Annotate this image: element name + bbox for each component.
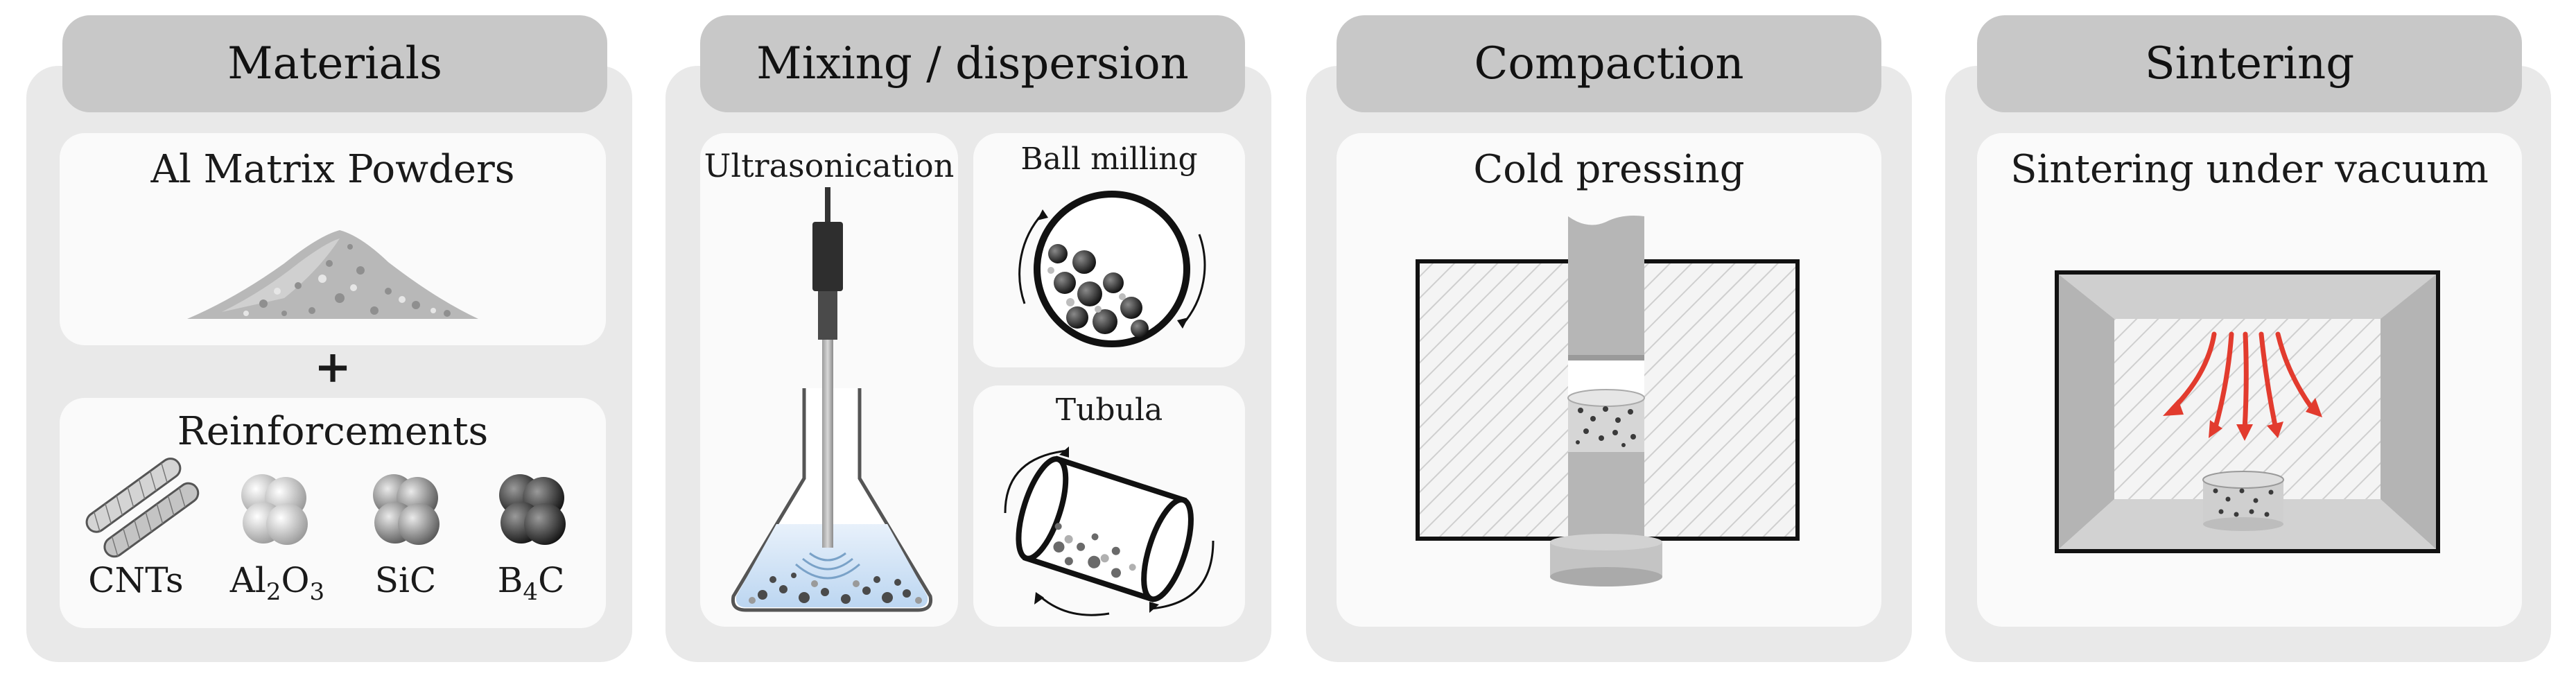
compaction-stage-title: Compaction [1337, 15, 1881, 112]
ultrasonic-probe-flask-icon [731, 187, 933, 612]
sic-label: SiC [374, 560, 437, 600]
sintering-stage-title: Sintering [1977, 15, 2522, 112]
b4c-particle-icon [499, 474, 566, 545]
reinforcements-label: Reinforcements [177, 409, 489, 454]
tubula-mixer-icon [1004, 446, 1215, 616]
cold-press-die-icon [1416, 216, 1800, 586]
cnt-tubes-icon [85, 458, 200, 558]
powder-pile-icon [187, 230, 478, 319]
al2o3-sub-1: 2 [266, 578, 281, 606]
ball-mill-jar-icon [1018, 191, 1206, 347]
b4c-symbol-a: B [497, 560, 523, 600]
tubula-label: Tubula [1055, 392, 1163, 428]
al2o3-symbol-a: Al [229, 560, 266, 600]
materials-stage-title: Materials [62, 15, 607, 112]
ball-milling-label: Ball milling [1020, 141, 1198, 177]
cold-pressing-label: Cold pressing [1473, 147, 1745, 192]
b4c-symbol-b: C [538, 560, 565, 600]
cnts-label: CNTs [88, 560, 184, 600]
b4c-label: B4C [476, 560, 586, 606]
matrix-powder-label: Al Matrix Powders [150, 147, 515, 192]
al2o3-sub-2: 3 [309, 578, 325, 606]
ultrasonication-label: Ultrasonication [704, 147, 955, 184]
plus-sign: + [314, 341, 351, 393]
al2o3-label: Al2O3 [222, 560, 333, 606]
al2o3-particle-icon [241, 474, 308, 545]
sic-particle-icon [373, 474, 440, 545]
sintering-label: Sintering under vacuum [2010, 147, 2489, 192]
mixing-stage-title: Mixing / dispersion [700, 15, 1245, 112]
vacuum-furnace-icon [2055, 270, 2440, 553]
b4c-sub: 4 [523, 578, 539, 606]
al2o3-symbol-b: O [281, 560, 310, 600]
